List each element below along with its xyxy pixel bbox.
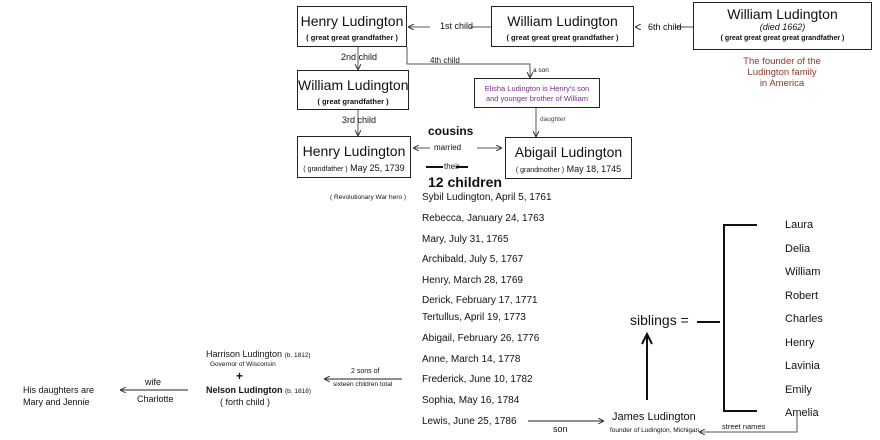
- caption-line: Ludington family: [747, 67, 817, 78]
- daughters-note: His daughters are Mary and Jennie: [23, 384, 94, 408]
- nelson-ludington: Nelson Ludington (b. 1818): [206, 385, 311, 395]
- child-item: Archibald, July 5, 1767: [422, 254, 524, 265]
- child-item: Lewis, June 25, 1786: [422, 416, 517, 427]
- name: Henry Ludington: [302, 143, 406, 159]
- child-item: Mary, July 31, 1765: [422, 234, 509, 245]
- label-son: son: [553, 424, 568, 434]
- elisha-line: Elisha Ludington is Henry's son: [484, 84, 590, 93]
- nelson-note: ( forth child ): [220, 397, 271, 407]
- name: William Ludington: [727, 6, 838, 22]
- death-note: (died 1662): [759, 22, 806, 33]
- elisha-box: Elisha Ludington is Henry's son and youn…: [474, 78, 600, 108]
- child-item: Rebecca, January 24, 1763: [422, 213, 545, 224]
- child-item: Sophia, May 16, 1784: [422, 395, 520, 406]
- sibling-item: Laura: [785, 219, 814, 231]
- label-their: their: [444, 162, 460, 171]
- label-2nd-child: 2nd child: [341, 52, 378, 62]
- henry-grandfather-box: Henry Ludington ( grandfather ) May 25, …: [297, 136, 411, 178]
- william-great-grandfather-box: William Ludington ( great grandfather ): [297, 70, 409, 110]
- label-cousins: cousins: [428, 124, 474, 138]
- revolutionary-war-hero-note: ( Revolutionary War hero ): [330, 194, 406, 201]
- elisha-line: and younger brother of William: [485, 94, 589, 103]
- nelson-name: Nelson Ludington: [206, 385, 283, 395]
- child-item: Anne, March 14, 1778: [422, 354, 521, 365]
- name: William Ludington: [298, 77, 409, 93]
- founder-caption: The founder of the Ludington family in A…: [722, 56, 842, 89]
- name: William Ludington: [507, 13, 618, 29]
- child-item: Tertullus, April 19, 1773: [422, 312, 526, 323]
- role: ( great grandfather ): [317, 97, 389, 107]
- daughters-line: Mary and Jennie: [23, 397, 90, 407]
- label-a-son: a son: [533, 67, 549, 74]
- harrison-born: (b. 1812): [284, 352, 311, 359]
- label-1st-child: 1st child: [440, 21, 474, 31]
- james-ludington-note: founder of Ludington, Michigan: [610, 427, 700, 434]
- birth-date: May 25, 1739: [350, 163, 405, 174]
- child-item: Abigail, February 26, 1776: [422, 333, 540, 344]
- label-street-names: street names: [722, 422, 766, 431]
- role: ( great great great great grandfather ): [720, 35, 845, 43]
- sibling-item: Robert: [785, 290, 819, 302]
- harrison-title: Governor of Wisconsin: [210, 361, 276, 368]
- daughters-line: His daughters are: [23, 385, 95, 395]
- sibling-item: William: [785, 266, 821, 278]
- william-founder-box: William Ludington (died 1662) ( great gr…: [693, 2, 872, 50]
- label-married: married: [434, 143, 462, 152]
- henry-great-great-grandfather-box: Henry Ludington ( great great grandfathe…: [297, 6, 407, 47]
- plus-sign: +: [236, 369, 244, 383]
- role: ( great great great grandfather ): [506, 33, 619, 43]
- sibling-item: Delia: [785, 243, 811, 255]
- label-3rd-child: 3rd child: [342, 115, 377, 125]
- role: ( grandmother ): [515, 167, 565, 175]
- nelson-born: (b. 1818): [285, 388, 312, 395]
- birth-date: May 18, 1745: [566, 164, 622, 175]
- harrison-ludington: Harrison Ludington (b. 1812): [206, 349, 311, 359]
- caption-line: The founder of the: [743, 56, 821, 67]
- two-sons-label: 2 sons of: [351, 368, 380, 375]
- child-item: Sybil Ludington, April 5, 1761: [422, 192, 552, 203]
- william-ggg-box: William Ludington ( great great great gr…: [491, 6, 634, 47]
- name: Abigail Ludington: [514, 144, 623, 160]
- label-charlotte: Charlotte: [137, 394, 174, 404]
- sibling-item: Emily: [785, 384, 812, 396]
- role: ( grandfather ): [303, 166, 348, 174]
- harrison-name: Harrison Ludington: [206, 349, 283, 359]
- sibling-item: Lavinia: [785, 360, 820, 372]
- sibling-item: Henry: [785, 337, 815, 349]
- label-4th-child: 4th child: [430, 56, 460, 65]
- label-daughter: daughter: [540, 116, 566, 123]
- james-ludington-name: James Ludington: [612, 411, 696, 423]
- sixteen-children-label: sixteen children total: [333, 381, 393, 388]
- label-6th-child: 6th child: [648, 22, 682, 32]
- siblings-label: siblings =: [630, 312, 689, 328]
- child-item: Henry, March 28, 1769: [422, 275, 523, 286]
- sibling-item: Amelia: [785, 407, 819, 419]
- abigail-grandmother-box: Abigail Ludington ( grandmother ) May 18…: [505, 137, 632, 179]
- role: ( great great grandfather ): [306, 33, 398, 43]
- twelve-children-heading: 12 children: [428, 174, 502, 190]
- child-item: Derick, February 17, 1771: [422, 295, 538, 306]
- label-wife: wife: [145, 377, 162, 387]
- child-item: Frederick, June 10, 1782: [422, 374, 533, 385]
- name: Henry Ludington: [300, 13, 404, 29]
- sibling-item: Charles: [785, 313, 823, 325]
- caption-line: in America: [759, 78, 805, 89]
